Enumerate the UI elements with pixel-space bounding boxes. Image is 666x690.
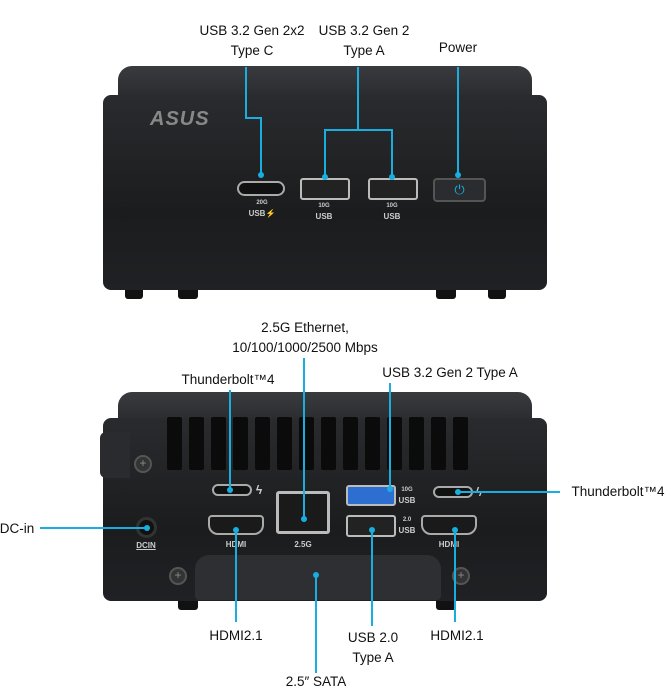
callout-line [454, 530, 456, 622]
vent-slot [255, 417, 270, 470]
callout-line [391, 129, 393, 177]
callout-dot [389, 174, 395, 180]
label-power: Power [438, 40, 478, 55]
label-thunderbolt-right: Thunderbolt™4 [571, 484, 665, 499]
label-ethernet-line2: 10/100/1000/2500 Mbps [232, 340, 378, 355]
usb-c-port[interactable] [237, 181, 285, 196]
usb-a-port-1[interactable] [300, 178, 350, 200]
callout-line [40, 527, 147, 529]
label-hdmi-right: HDMI2.1 [430, 628, 484, 643]
callout-dot [452, 527, 458, 533]
callout-line [458, 491, 560, 493]
usb3-name-mark: USB [398, 496, 416, 505]
callout-line [229, 390, 231, 490]
callout-line [324, 129, 326, 177]
label-usb-gen2: USB 3.2 Gen 2 Type A [382, 365, 518, 380]
cable-lock-bracket [100, 432, 130, 478]
label-ethernet-line1: 2.5G Ethernet, [261, 320, 349, 335]
callout-line [245, 117, 262, 119]
callout-dot [322, 174, 328, 180]
label-usb2-line2: Type A [352, 650, 394, 665]
callout-dot [258, 172, 264, 178]
vent-slot [189, 417, 204, 470]
front-foot [488, 290, 506, 299]
callout-line [457, 67, 459, 175]
callout-line [235, 530, 237, 622]
callout-line [260, 117, 262, 175]
label-dc-in: DC-in [0, 521, 35, 536]
callout-line [357, 67, 359, 130]
front-foot [178, 290, 198, 299]
callout-line [315, 575, 317, 673]
lan-mark: 2.5G [294, 540, 312, 549]
sata-cover [195, 555, 441, 600]
label-hdmi-left: HDMI2.1 [209, 628, 263, 643]
usb-a-1-speed-mark: 10G [318, 203, 330, 209]
callout-dot [455, 489, 461, 495]
vent-slot [365, 417, 380, 470]
dcin-mark: DCIN [136, 541, 156, 550]
usb2-speed-mark: 2.0 [402, 517, 412, 523]
vent-slot [409, 417, 424, 470]
screw-left: + [169, 567, 187, 585]
usb3-port[interactable] [346, 485, 396, 506]
label-usb-c-line1: USB 3.2 Gen 2x2 [199, 23, 305, 38]
usb-a-2-name-mark: USB [383, 212, 401, 221]
callout-dot [301, 516, 307, 522]
callout-line [303, 358, 305, 519]
vent-slot [167, 417, 182, 470]
callout-line [324, 129, 393, 131]
thunderbolt-symbol: ϟ [255, 483, 263, 497]
usb-c-speed-mark: 20G [256, 200, 268, 206]
callout-line [389, 383, 391, 489]
label-thunderbolt-left: Thunderbolt™4 [181, 372, 275, 387]
hdmi-right-mark: HDMI [438, 540, 460, 549]
usb-c-name-mark: USB⚡ [248, 209, 276, 218]
usb2-name-mark: USB [398, 526, 416, 535]
vent-slot [233, 417, 248, 470]
vent-slot [453, 417, 468, 470]
hdmi-port-right[interactable] [421, 515, 477, 535]
label-usb-a-line2: Type A [343, 43, 385, 58]
vent-slot [299, 417, 314, 470]
callout-dot [227, 487, 233, 493]
callout-dot [144, 525, 150, 531]
vent-slot [343, 417, 358, 470]
front-foot [125, 290, 143, 299]
lock-screw: + [134, 455, 152, 473]
screw-right: + [452, 567, 470, 585]
vent-slot [211, 417, 226, 470]
callout-dot [387, 486, 393, 492]
usb-a-1-name-mark: USB [315, 212, 333, 221]
asus-logo: ASUS [150, 108, 210, 130]
usb-a-port-2[interactable] [368, 178, 418, 200]
vent-slot [277, 417, 292, 470]
label-usb-c-line2: Type C [230, 43, 274, 58]
callout-dot [313, 572, 319, 578]
front-device-top [118, 66, 532, 98]
power-button[interactable]: ⏻ [433, 178, 486, 202]
callout-dot [455, 172, 461, 178]
label-usb-a-line1: USB 3.2 Gen 2 [318, 23, 410, 38]
vent-slot [431, 417, 446, 470]
label-usb2-line1: USB 2.0 [347, 630, 399, 645]
power-icon: ⏻ [454, 182, 465, 197]
vent-slot [321, 417, 336, 470]
label-sata: 2.5″ SATA [285, 674, 347, 689]
rear-foot [436, 601, 456, 610]
front-foot [436, 290, 456, 299]
callout-line [371, 530, 373, 626]
callout-line [245, 67, 247, 118]
usb-a-2-speed-mark: 10G [386, 203, 398, 209]
callout-dot [233, 527, 239, 533]
rear-foot [178, 601, 198, 610]
callout-dot [369, 527, 375, 533]
usb3-speed-mark: 10G [401, 487, 413, 493]
